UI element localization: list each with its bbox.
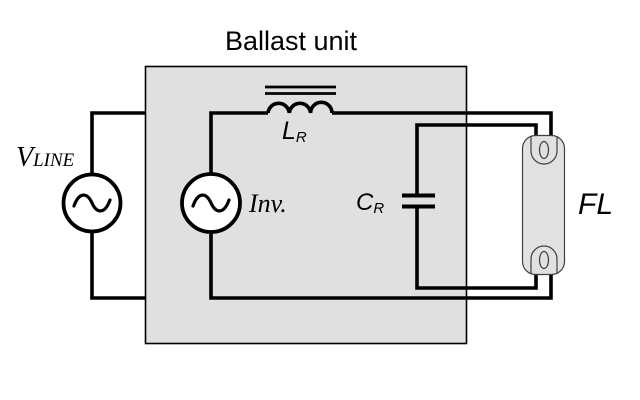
inverter-return-wire <box>209 231 553 300</box>
capacitor <box>402 193 435 209</box>
lamp-bottom-filament <box>538 250 550 270</box>
capacitor-label-main: C <box>356 189 374 216</box>
inductor-label-subscript: R <box>296 129 307 146</box>
capacitor-label-subscript: R <box>373 200 384 217</box>
vline-bottom-wire <box>90 230 146 300</box>
vline-source <box>61 172 123 234</box>
lamp-top-filament <box>538 140 550 160</box>
inductor <box>265 85 336 114</box>
inductor-label-main: L <box>282 117 296 145</box>
diagram-title: Ballast unit <box>225 26 358 56</box>
lamp-bottom-electrode-well <box>530 245 558 274</box>
inverter-top-wire <box>209 111 268 175</box>
vline-label-subscript: LINE <box>32 150 75 171</box>
capacitor-label: CR <box>356 189 384 217</box>
inverter-label: Inv. <box>248 189 287 218</box>
vline-top-wire <box>90 111 146 176</box>
sine-wave-icon <box>72 193 112 213</box>
inductor-coils <box>266 100 334 114</box>
sine-wave-icon <box>191 193 231 213</box>
vline-label-main: V <box>16 142 36 173</box>
fluorescent-lamp <box>521 134 566 276</box>
lamp-top-electrode-well <box>530 136 558 165</box>
inductor-label: LR <box>282 117 307 146</box>
lamp-label: FL <box>578 188 613 221</box>
inverter-source <box>180 172 242 234</box>
lamp-tube <box>521 134 566 276</box>
vline-label: VLINE <box>16 142 75 173</box>
